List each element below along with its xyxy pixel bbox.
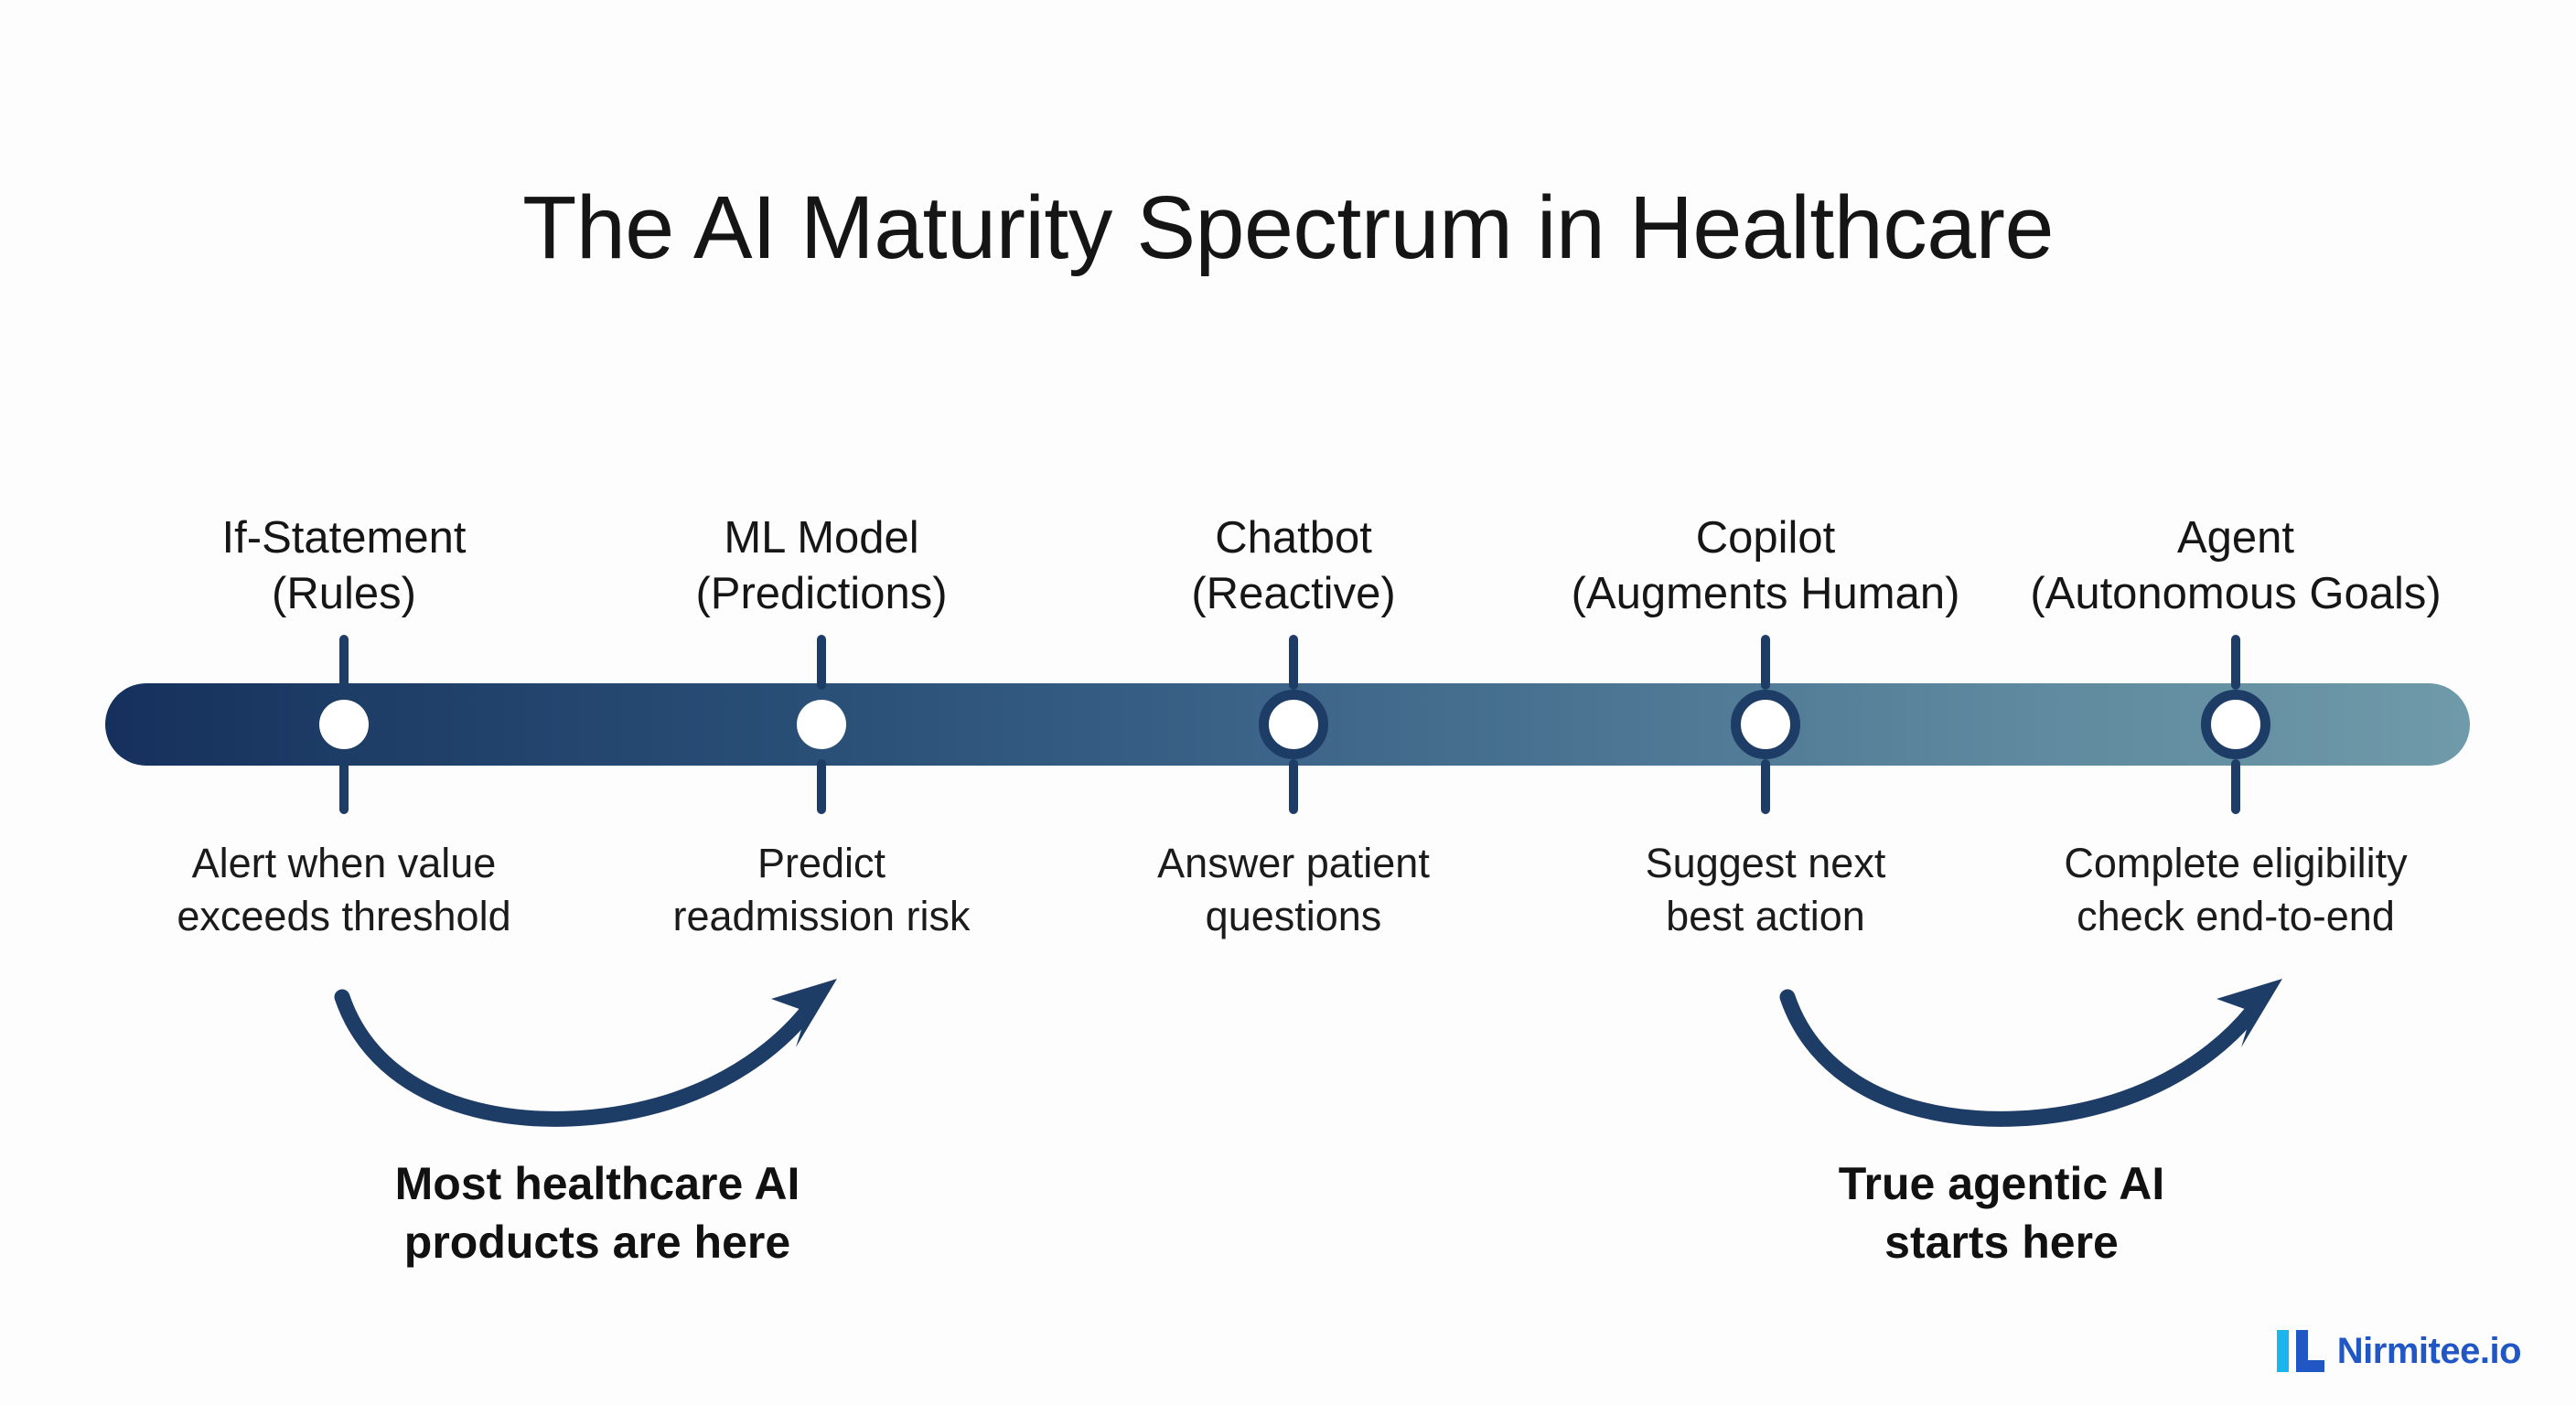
callout-line1-0: Most healthcare AI: [394, 1158, 800, 1209]
brand-logo[interactable]: Nirmitee.io: [2276, 1330, 2522, 1372]
stage-qualifier-0: (Rules): [272, 568, 416, 618]
stage-label-2: Chatbot(Reactive): [1001, 510, 1586, 622]
stage-dot-3[interactable]: [1731, 690, 1800, 759]
stage-dot-1[interactable]: [797, 700, 846, 749]
stage-desc-line1-4: Complete eligibility: [2064, 840, 2408, 886]
stage-name-2: Chatbot: [1215, 513, 1372, 563]
callout-0: Most healthcare AI products are here: [395, 1154, 800, 1271]
stage-name-4: Agent: [2176, 513, 2295, 563]
stage-desc-line1-0: Alert when value: [191, 840, 497, 886]
stage-name-1: ML Model: [724, 513, 919, 563]
page-title: The AI Maturity Spectrum in Healthcare: [522, 177, 2054, 277]
stage-tick-down-4: [2231, 759, 2240, 814]
stage-qualifier-3: (Augments Human): [1571, 568, 1960, 618]
stage-label-1: ML Model(Predictions): [529, 510, 1114, 622]
stage-dot-2[interactable]: [1259, 690, 1328, 759]
nirmitee-logo-mark-icon: [2276, 1330, 2324, 1372]
left-curved-arrow-icon: [334, 979, 837, 1127]
brand-logo-text: Nirmitee.io: [2336, 1331, 2522, 1371]
stage-tick-down-2: [1289, 759, 1298, 814]
right-curved-arrow-icon: [1779, 979, 2282, 1127]
stage-label-4: Agent(Autonomous Goals): [1943, 510, 2528, 622]
stage-desc-line1-2: Answer patient: [1157, 840, 1430, 886]
callout-1: True agentic AI starts here: [1839, 1154, 2165, 1271]
stage-tick-up-4: [2231, 635, 2240, 690]
callout-line2-0: products are here: [403, 1217, 791, 1268]
stage-desc-line2-3: best action: [1666, 892, 1865, 939]
stage-desc-line1-1: Predict: [757, 840, 886, 886]
stage-desc-line1-3: Suggest next: [1645, 840, 1886, 886]
stage-description-1: Predict readmission risk: [529, 837, 1114, 942]
stage-description-4: Complete eligibility check end-to-end: [1943, 837, 2528, 942]
stage-dot-4[interactable]: [2201, 690, 2270, 759]
stage-tick-down-3: [1761, 759, 1770, 814]
stage-qualifier-1: (Predictions): [695, 568, 948, 618]
stage-name-3: Copilot: [1695, 513, 1836, 563]
callout-line1-1: True agentic AI: [1838, 1158, 2165, 1209]
stage-label-0: If-Statement(Rules): [51, 510, 637, 622]
stage-desc-line2-1: readmission risk: [672, 892, 971, 939]
stage-dot-0[interactable]: [319, 700, 369, 749]
stage-tick-down-0: [339, 759, 349, 814]
stage-description-2: Answer patient questions: [1001, 837, 1586, 942]
stage-desc-line2-2: questions: [1205, 892, 1382, 939]
stage-qualifier-4: (Autonomous Goals): [2030, 568, 2442, 618]
stage-desc-line2-4: check end-to-end: [2077, 892, 2395, 939]
callout-line2-1: starts here: [1884, 1217, 2119, 1268]
stage-tick-down-1: [817, 759, 826, 814]
stage-description-0: Alert when value exceeds threshold: [51, 837, 637, 942]
stage-tick-up-0: [339, 635, 349, 690]
stage-description-3: Suggest next best action: [1473, 837, 2058, 942]
stage-tick-up-1: [817, 635, 826, 690]
stage-tick-up-3: [1761, 635, 1770, 690]
stage-desc-line2-0: exceeds threshold: [177, 892, 511, 939]
stage-name-0: If-Statement: [221, 513, 467, 563]
stage-tick-up-2: [1289, 635, 1298, 690]
stage-qualifier-2: (Reactive): [1191, 568, 1396, 618]
stage-label-3: Copilot(Augments Human): [1473, 510, 2058, 622]
